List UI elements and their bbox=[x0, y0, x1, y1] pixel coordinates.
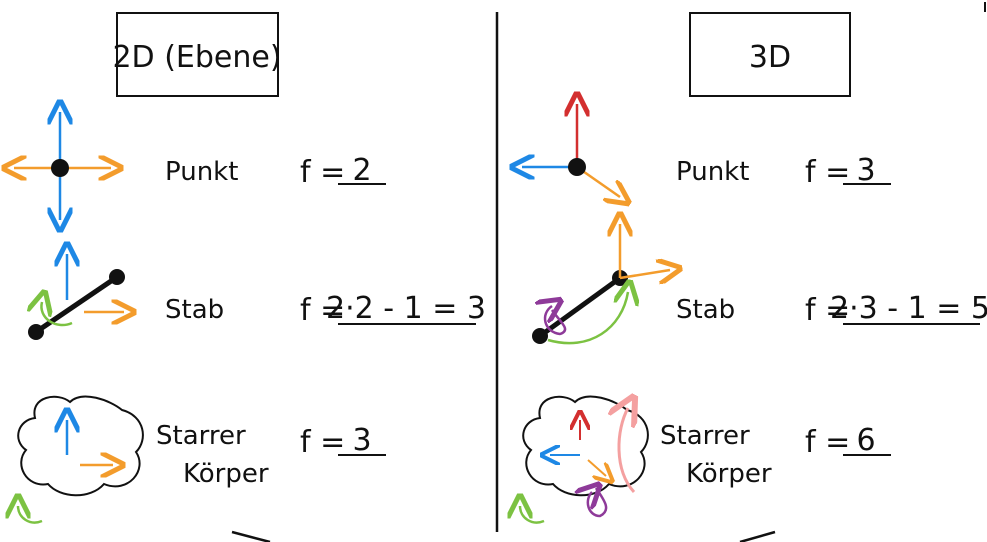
rod-3d-icon bbox=[532, 224, 670, 345]
title-2d: 2D (Ebene) bbox=[112, 40, 281, 75]
f-prefix-stab-2d: f = bbox=[300, 293, 345, 328]
f-value-koerper-2d: 3 bbox=[352, 423, 371, 458]
f-prefix-koerper-3d: f = bbox=[805, 425, 850, 460]
label-stab-2d: Stab bbox=[165, 295, 224, 325]
bottom-partial-mark-right bbox=[739, 530, 776, 542]
point-2d-icon bbox=[14, 112, 111, 220]
label-starrer-3d: Starrer bbox=[660, 421, 750, 451]
f-value-punkt-3d: 3 bbox=[856, 153, 875, 188]
rigid-body-3d-icon bbox=[520, 397, 649, 524]
f-value-koerper-3d: 6 bbox=[856, 423, 875, 458]
label-stab-3d: Stab bbox=[676, 295, 735, 325]
rigid-body-2d-icon bbox=[18, 395, 144, 524]
label-koerper-2d: Körper bbox=[183, 459, 269, 489]
bottom-partial-mark-left bbox=[231, 530, 271, 542]
f-prefix-koerper-2d: f = bbox=[300, 425, 345, 460]
f-prefix-stab-3d: f = bbox=[805, 293, 850, 328]
label-starrer-2d: Starrer bbox=[156, 421, 246, 451]
f-prefix-punkt-2d: f = bbox=[300, 155, 345, 190]
rod-2d-icon bbox=[28, 254, 125, 340]
f-prefix-punkt-3d: f = bbox=[805, 155, 850, 190]
label-punkt-3d: Punkt bbox=[676, 157, 749, 187]
f-value-stab-3d: 2·3 - 1 = 5 bbox=[830, 291, 987, 326]
title-box-2d: 2D (Ebene) bbox=[112, 12, 282, 97]
f-value-stab-2d: 2·2 - 1 = 3 bbox=[326, 291, 486, 326]
f-value-punkt-2d: 2 bbox=[352, 153, 371, 188]
title-box-3d: 3D bbox=[689, 12, 851, 97]
label-punkt-2d: Punkt bbox=[165, 157, 238, 187]
point-3d-icon bbox=[522, 104, 620, 197]
label-koerper-3d: Körper bbox=[686, 459, 772, 489]
title-3d: 3D bbox=[749, 40, 791, 75]
